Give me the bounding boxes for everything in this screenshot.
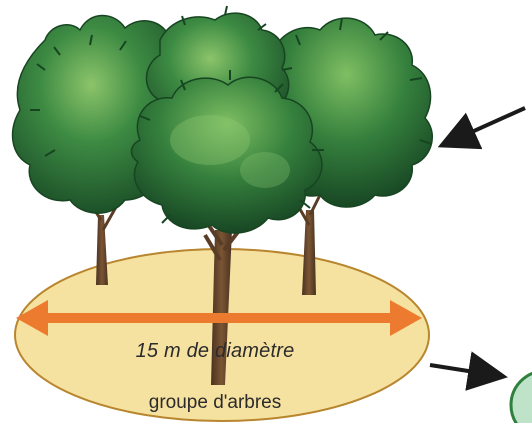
- corner-circle: [509, 371, 532, 423]
- double-arrow-icon: [16, 300, 422, 336]
- pointer-arrow-icon: [429, 351, 508, 391]
- pointer-arrow-icon: [437, 106, 526, 150]
- tree-icon: [130, 70, 324, 234]
